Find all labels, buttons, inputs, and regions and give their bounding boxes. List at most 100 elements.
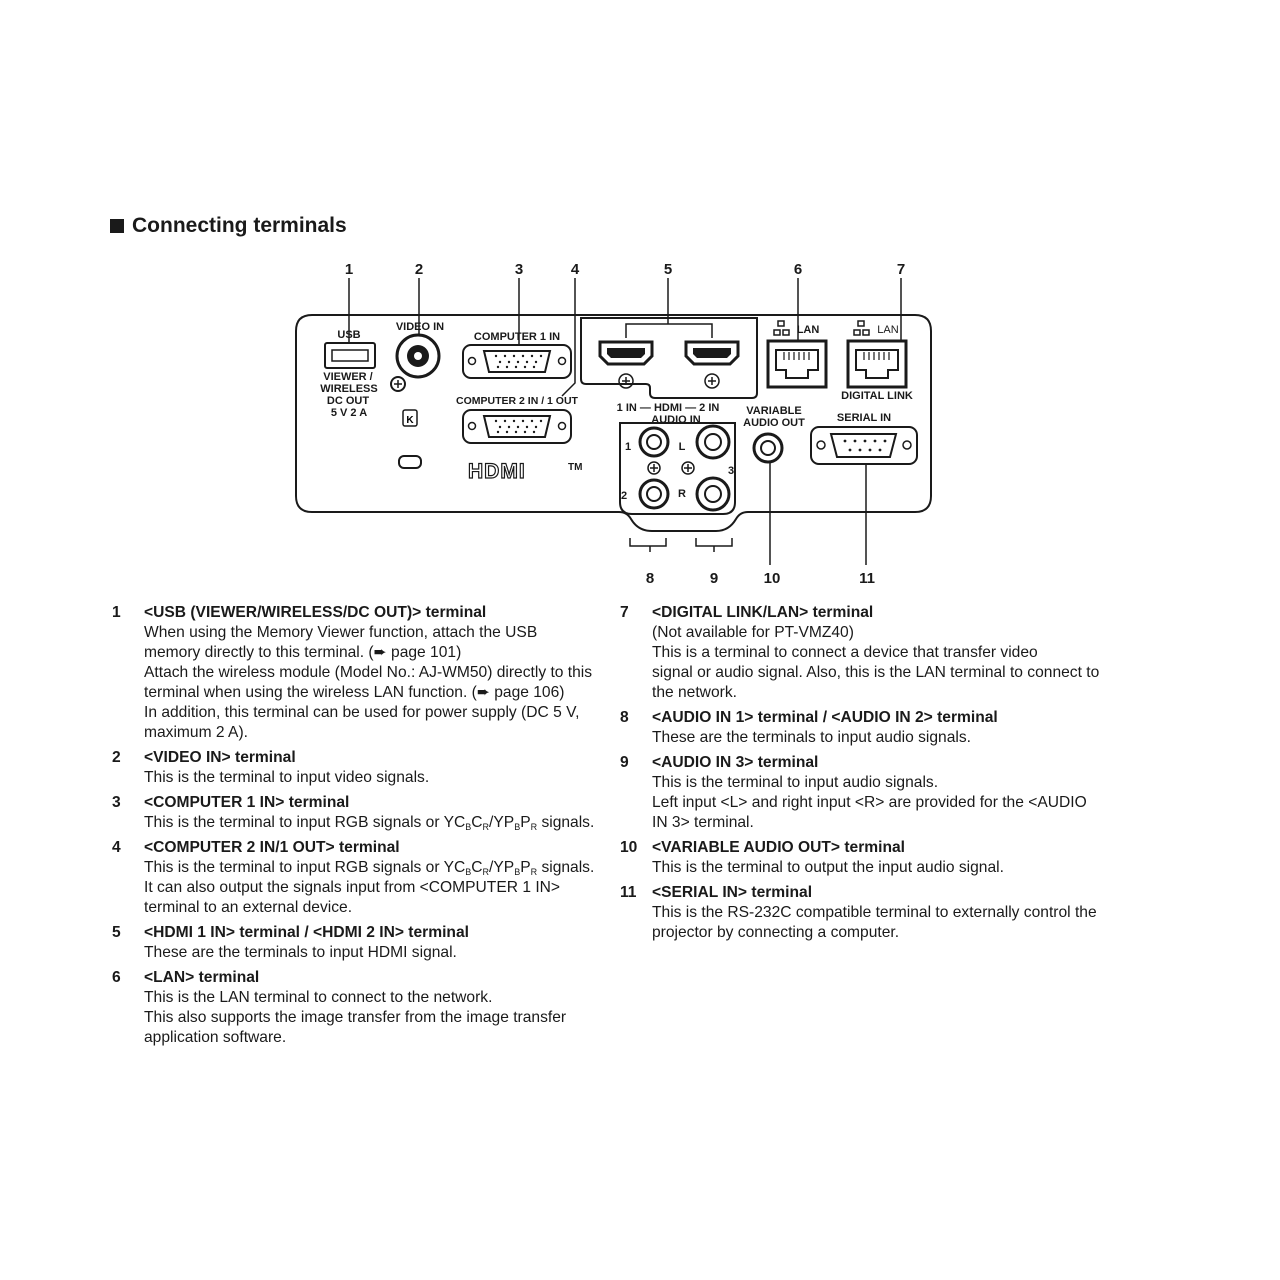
- label-audio-R: R: [678, 488, 686, 500]
- item-title: <COMPUTER 1 IN> terminal: [144, 794, 350, 811]
- label-digital-link: DIGITAL LINK: [841, 390, 913, 402]
- item-description-line: This is the terminal to input RGB signal…: [144, 814, 595, 832]
- terminal-item: 7<DIGITAL LINK/LAN> terminal(Not availab…: [620, 603, 1140, 703]
- label-lan-2: LAN: [877, 324, 898, 336]
- label-serial-in: SERIAL IN: [837, 412, 891, 424]
- item-title: <USB (VIEWER/WIRELESS/DC OUT)> terminal: [144, 604, 487, 621]
- label-usb-sub-2: WIRELESS: [320, 383, 377, 395]
- variable-audio-out-port: [752, 432, 784, 464]
- item-description-line: These are the terminals to input HDMI si…: [144, 944, 457, 961]
- item-number: 7: [620, 604, 629, 621]
- label-usb-sub-3: DC OUT: [327, 395, 369, 407]
- item-description-line: When using the Memory Viewer function, a…: [144, 624, 538, 641]
- item-description-line: This is the LAN terminal to connect to t…: [144, 989, 493, 1006]
- terminal-panel-diagram: K: [295, 261, 932, 587]
- panel-outline: [295, 314, 932, 532]
- label-variable-audio-1: VARIABLE: [746, 405, 801, 417]
- item-description-line: maximum 2 A).: [144, 724, 248, 741]
- description-column-left: 1 <USB (VIEWER/WIRELESS/DC OUT)> terminal…: [112, 603, 612, 1053]
- item-number: 9: [620, 754, 629, 771]
- item-description-line: This is the terminal to input RGB signal…: [144, 859, 595, 877]
- item-description-line: These are the terminals to input audio s…: [652, 729, 971, 746]
- label-usb-sub-4: 5 V 2 A: [331, 407, 367, 419]
- terminal-item: 1 <USB (VIEWER/WIRELESS/DC OUT)> terminal…: [112, 603, 612, 743]
- item-title: <SERIAL IN> terminal: [652, 884, 813, 901]
- hdmi2-port: [684, 340, 740, 366]
- callout-11: 11: [859, 570, 875, 587]
- section-heading: Connecting terminals: [110, 214, 347, 238]
- item-number: 8: [620, 709, 629, 726]
- callout-6: 6: [794, 261, 802, 278]
- square-bullet-icon: [110, 219, 124, 233]
- security-slot: [398, 455, 422, 469]
- callout-3: 3: [515, 261, 523, 278]
- item-description-line: projector by connecting a computer.: [652, 924, 900, 941]
- callout-1: 1: [345, 261, 353, 278]
- item-number: 3: [112, 794, 121, 811]
- callout-7: 7: [897, 261, 905, 278]
- item-description-line: Attach the wireless module (Model No.: A…: [144, 664, 593, 681]
- label-audio-in: AUDIO IN: [651, 414, 701, 426]
- network-icon: [773, 320, 870, 336]
- item-number: 2: [112, 749, 121, 766]
- item-description-line: memory directly to this terminal. (➨ pag…: [144, 644, 462, 661]
- item-description-line: It can also output the signals input fro…: [144, 879, 561, 896]
- item-description-line: This is the terminal to input video sign…: [144, 769, 430, 786]
- label-computer2: COMPUTER 2 IN / 1 OUT: [456, 395, 579, 407]
- audio-in-3-L-port: [695, 424, 731, 460]
- terminal-item: 8<AUDIO IN 1> terminal / <AUDIO IN 2> te…: [620, 708, 1140, 748]
- callout-9: 9: [710, 570, 718, 587]
- item-number: 10: [620, 839, 638, 856]
- label-usb: USB: [337, 329, 360, 341]
- item-description-line: signal or audio signal. Also, this is th…: [652, 664, 1100, 681]
- digital-link-port: [846, 339, 908, 389]
- item-description-line: This is the terminal to output the input…: [652, 859, 1004, 876]
- item-description-line: Left input <L> and right input <R> are p…: [652, 794, 1087, 811]
- section-title: Connecting terminals: [132, 214, 347, 237]
- label-video-in: VIDEO IN: [396, 321, 444, 333]
- item-title: <COMPUTER 2 IN/1 OUT> terminal: [144, 839, 400, 856]
- svg-text:K: K: [406, 415, 414, 426]
- item-number: 6: [112, 969, 121, 986]
- callout-5: 5: [664, 261, 672, 278]
- label-hdmi-row: 1 IN — HDMI — 2 IN: [617, 402, 720, 414]
- item-number: 11: [620, 884, 637, 901]
- label-audio-L: L: [679, 441, 686, 453]
- audio-in-1-port: [638, 426, 670, 458]
- item-title: <HDMI 1 IN> terminal / <HDMI 2 IN> termi…: [144, 924, 469, 941]
- label-usb-sub-1: VIEWER /: [323, 371, 373, 383]
- serial-in-port: [810, 426, 918, 465]
- item-title: <VARIABLE AUDIO OUT> terminal: [652, 839, 906, 856]
- callout-8: 8: [646, 570, 654, 587]
- item-number: 5: [112, 924, 121, 941]
- item-title: <VIDEO IN> terminal: [144, 749, 296, 766]
- lan-port: [766, 339, 828, 389]
- item-description-line: terminal when using the wireless LAN fun…: [144, 684, 565, 701]
- svg-text:HDMI: HDMI: [468, 460, 526, 483]
- item-description-line: terminal to an external device.: [144, 899, 353, 916]
- terminal-item: 5 <HDMI 1 IN> terminal / <HDMI 2 IN> term…: [112, 923, 612, 963]
- item-description-line: application software.: [144, 1029, 287, 1046]
- item-description-line: This is the RS-232C compatible terminal …: [652, 904, 1097, 921]
- label-computer1: COMPUTER 1 IN: [474, 331, 560, 343]
- item-title: <LAN> terminal: [144, 969, 260, 986]
- description-column-right: 7<DIGITAL LINK/LAN> terminal(Not availab…: [620, 603, 1140, 948]
- label-audio-3: 3: [728, 465, 734, 477]
- audio-in-3-R-port: [695, 476, 731, 512]
- item-title: <DIGITAL LINK/LAN> terminal: [652, 604, 874, 621]
- item-description-line: In addition, this terminal can be used f…: [144, 704, 580, 721]
- callout-10: 10: [764, 570, 781, 587]
- label-variable-audio-2: AUDIO OUT: [743, 417, 805, 429]
- item-number: 1: [112, 604, 121, 621]
- label-audio-1: 1: [625, 441, 631, 453]
- audio-in-2-port: [638, 478, 670, 510]
- item-description-line: This is a terminal to connect a device t…: [652, 644, 1038, 661]
- item-number: 4: [112, 839, 121, 856]
- callout-2: 2: [415, 261, 423, 278]
